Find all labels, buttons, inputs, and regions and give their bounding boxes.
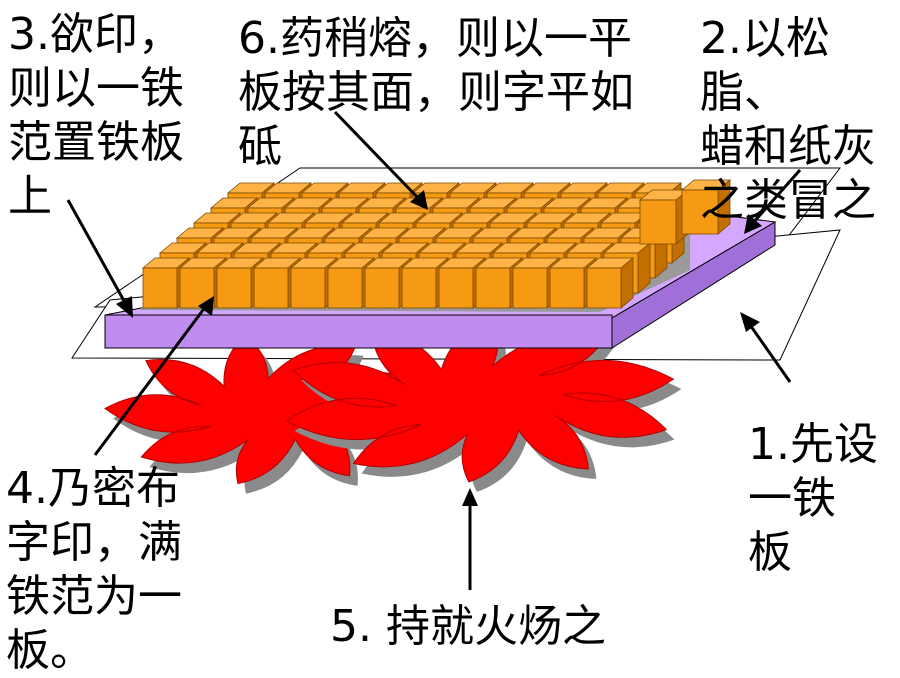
type-block — [401, 267, 437, 309]
label-step6: 6.药稍熔，则以一平 板按其面，则字平如 砥 — [238, 13, 634, 172]
type-block — [512, 267, 548, 309]
type-block — [475, 267, 511, 309]
type-blocks — [141, 179, 732, 309]
type-block — [681, 189, 719, 235]
arrow-step3-head — [116, 296, 133, 318]
type-block — [253, 267, 289, 309]
arrow-step4-head — [198, 296, 214, 316]
arrow-step6 — [333, 110, 422, 202]
arrow-step1 — [746, 321, 792, 383]
label-step1: 1.先设 一铁 板 — [748, 419, 878, 578]
arrow-step2 — [750, 169, 802, 225]
type-block — [364, 267, 400, 309]
arrow-step6-head — [410, 190, 428, 210]
arrow-step3 — [66, 199, 130, 309]
arrow-step2-head — [744, 214, 762, 234]
type-block — [438, 267, 474, 309]
type-block — [639, 199, 677, 245]
type-block — [290, 267, 326, 309]
arrow-step4 — [93, 305, 208, 456]
label-step5: 5. 持就火炀之 — [330, 601, 606, 652]
iron-plate-front — [104, 314, 613, 349]
arrow-step5-head — [462, 488, 478, 506]
label-step3: 3.欲印， 则以一铁 范置铁板 上 — [8, 9, 184, 222]
flames — [104, 317, 682, 494]
label-step2: 2.以松脂、 蜡和纸灰 之类冒之 — [700, 13, 876, 226]
arrows — [66, 110, 802, 590]
type-block — [216, 267, 252, 309]
type-block — [142, 267, 178, 309]
arrow-step1-head — [740, 312, 760, 332]
label-step4: 4.乃密布 字印，满 铁范为一 板。 — [6, 463, 182, 676]
type-block — [327, 267, 363, 309]
flame-right — [285, 317, 675, 483]
type-block — [586, 267, 622, 309]
type-block — [549, 267, 585, 309]
